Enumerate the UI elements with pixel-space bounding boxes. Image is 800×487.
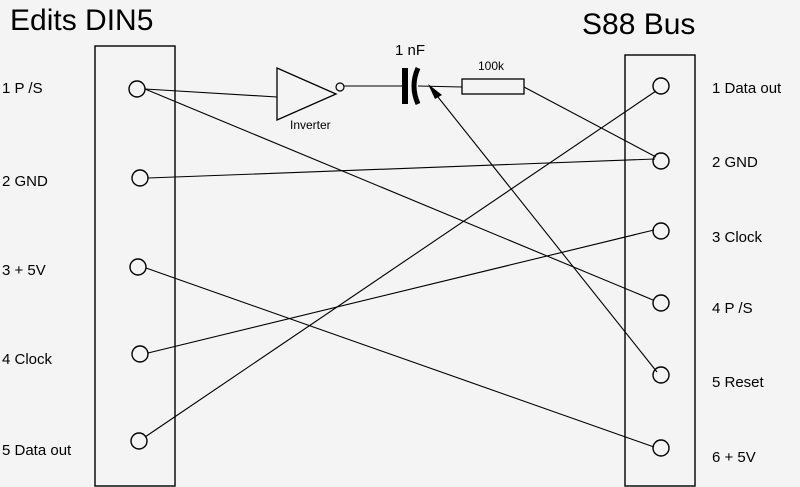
din5-pin-1 — [128, 80, 146, 98]
capacitor-plate-left — [402, 68, 408, 104]
din5-connector-box — [94, 45, 176, 487]
din5-pin-2-label: 2 GND — [2, 173, 48, 190]
capacitor-plate-right — [411, 66, 421, 106]
s88-pin-3 — [652, 222, 670, 240]
capacitor-label: 1 nF — [395, 42, 425, 59]
wire-clock-to-clock — [147, 229, 655, 354]
s88-pin-3-label: 3 Clock — [712, 229, 763, 246]
s88-pin-2-label: 2 GND — [712, 154, 758, 171]
s88-pin-4-label: 4 P /S — [712, 300, 753, 317]
din5-pins — [128, 80, 149, 450]
din5-pin-3 — [129, 258, 147, 276]
wire-din-ps-to-s88-ps — [144, 88, 654, 301]
wire-capacitor-to-reset — [429, 86, 658, 373]
s88-pin-6 — [652, 439, 670, 457]
wire-data-to-data — [144, 90, 657, 438]
s88-pin-1 — [652, 77, 670, 95]
reset-arrowhead — [428, 84, 442, 99]
resistor-label: 100k — [478, 59, 505, 73]
din5-pin-5-label: 5 Data out — [2, 442, 72, 459]
inverter-label: Inverter — [290, 118, 331, 132]
s88-pins — [652, 77, 670, 457]
wire-5v-to-5v — [145, 267, 655, 448]
wire-gnd-to-gnd — [147, 158, 656, 179]
din5-pin-4-label: 4 Clock — [2, 351, 53, 368]
capacitor-symbol — [402, 66, 421, 106]
s88-pin-4 — [652, 294, 670, 312]
title-edits-din5: Edits DIN5 — [10, 4, 153, 37]
s88-connector-box — [624, 54, 696, 487]
s88-pin-6-label: 6 + 5V — [712, 449, 756, 466]
din5-pin-5 — [130, 432, 148, 450]
s88-pin-2 — [652, 152, 670, 170]
wires — [144, 85, 658, 448]
din5-pin-2 — [131, 169, 149, 187]
inverter-triangle — [276, 67, 338, 121]
s88-pin-5-label: 5 Reset — [712, 374, 765, 391]
resistor-symbol — [461, 78, 525, 95]
inverter-bubble — [335, 82, 345, 92]
s88-pin-5 — [652, 366, 670, 384]
s88-pin-1-label: 1 Data out — [712, 80, 782, 97]
wire-capacitor-to-resistor — [417, 85, 463, 88]
din5-pin-4 — [131, 345, 149, 363]
title-s88-bus: S88 Bus — [582, 8, 695, 41]
din5-pin-1-label: 1 P /S — [2, 80, 43, 97]
wire-din-ps-to-inverter — [144, 88, 278, 98]
wire-resistor-to-gnd — [523, 86, 657, 158]
inverter-symbol — [276, 67, 345, 121]
din5-pin-3-label: 3 + 5V — [2, 262, 46, 279]
